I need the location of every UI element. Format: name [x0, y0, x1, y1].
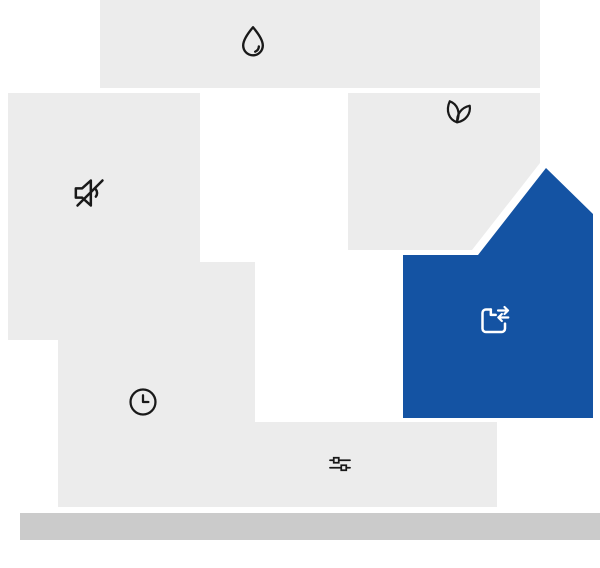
leaves-eco-icon: [439, 94, 477, 132]
clock-icon: [126, 385, 160, 419]
tile-settings[interactable]: [200, 422, 497, 507]
scrollbar-track[interactable]: [20, 513, 600, 540]
speaker-muted-icon: [70, 173, 110, 213]
sliders-icon: [325, 449, 355, 479]
water-drop-icon: [234, 23, 272, 61]
tile-water-drop[interactable]: [100, 0, 540, 88]
tap-swap-icon: [475, 302, 515, 342]
